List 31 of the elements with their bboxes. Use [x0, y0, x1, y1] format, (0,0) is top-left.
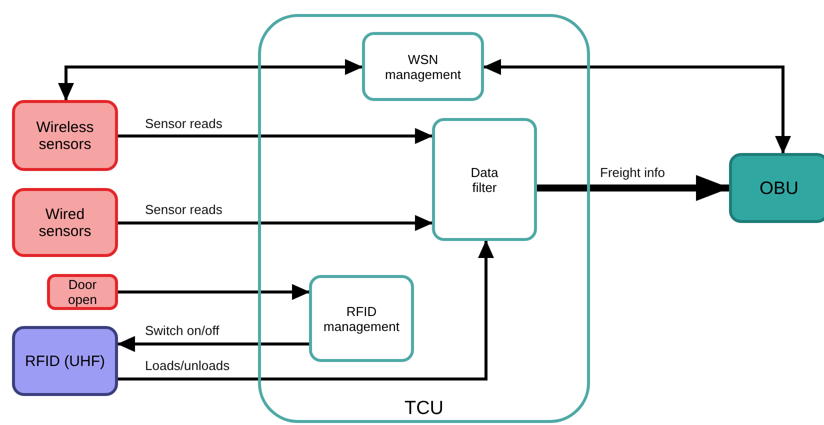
arrow	[117, 336, 309, 352]
node-label: OBU	[759, 178, 798, 198]
process-box	[309, 275, 414, 362]
device-box	[729, 153, 824, 223]
process-box	[432, 118, 537, 241]
arrow	[118, 128, 433, 144]
process-box	[362, 32, 484, 101]
arrow	[118, 240, 494, 380]
node-label: TCU	[404, 398, 444, 420]
edge-label: Freight info	[598, 165, 668, 180]
double-arrow	[58, 59, 363, 101]
edge-label: Sensor reads	[143, 116, 224, 131]
node-label: Wireless sensors	[35, 118, 95, 152]
arrow	[118, 215, 433, 231]
node-label: WSN management	[384, 52, 462, 82]
edge-label: Switch on/off	[143, 323, 222, 338]
node-label: Door open	[67, 277, 98, 307]
sensor-box	[12, 188, 118, 257]
arrow	[118, 284, 310, 300]
node-label: Wired sensors	[38, 206, 92, 240]
double-arrow	[483, 59, 791, 154]
edge-label: Sensor reads	[143, 202, 224, 217]
container-box	[258, 14, 590, 423]
edge-label: Loads/unloads	[143, 358, 232, 373]
node-label: Data filter	[470, 164, 500, 194]
device-box	[12, 326, 118, 396]
sensor-box	[12, 100, 118, 171]
node-label: RFID (UHF)	[25, 352, 105, 370]
sensor-box	[47, 274, 118, 310]
arrow	[537, 175, 730, 201]
node-label: RFID management	[322, 304, 400, 334]
